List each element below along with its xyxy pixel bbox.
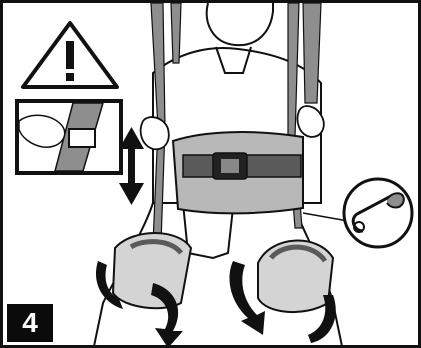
leg-sling-left <box>113 233 191 308</box>
sling-fitting-illustration <box>3 3 421 348</box>
warning-triangle-icon <box>23 23 117 87</box>
waist-belt <box>173 132 303 213</box>
step-number-badge: 4 <box>7 304 53 342</box>
leg-sling-right <box>258 241 333 313</box>
strap-buckle-detail-icon <box>17 101 121 173</box>
